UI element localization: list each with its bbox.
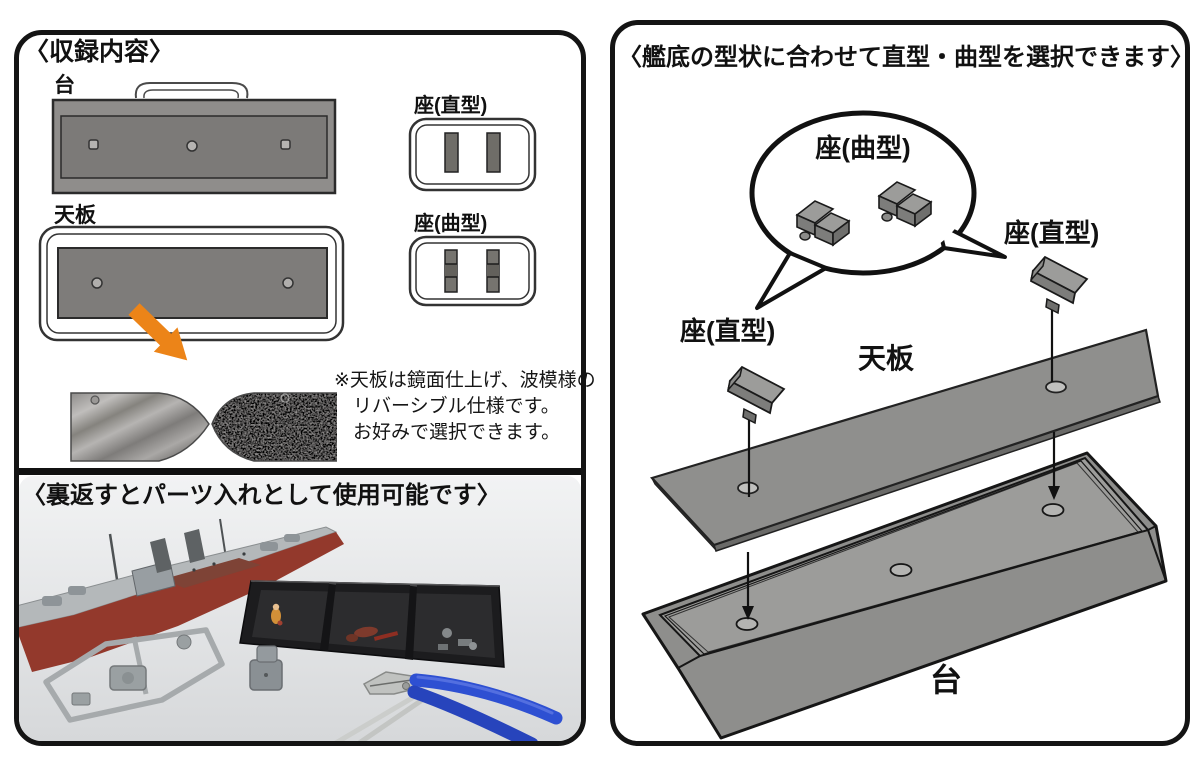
peg-hole	[280, 139, 291, 150]
assembly-arrow-right	[1048, 432, 1060, 500]
curved-seat-top-view	[444, 249, 500, 293]
base-label-right: 台	[930, 662, 963, 698]
note-line-2: リバーシブル仕様です。	[353, 396, 560, 417]
selection-panel	[610, 20, 1190, 746]
peg-hole	[186, 140, 198, 152]
seat-straight-3d-lower	[726, 365, 786, 425]
tray-small-parts	[271, 603, 477, 650]
photo	[19, 476, 581, 741]
mirror-finish-swatch	[70, 392, 210, 462]
topplate-label-right: 天板	[858, 343, 915, 374]
peg-hole	[91, 277, 103, 289]
peg-hole	[282, 277, 294, 289]
seat-straight-label: 座(直型)	[414, 95, 488, 117]
seat-curved-label: 座(曲型)	[414, 213, 488, 235]
note-line-3: お好みで選択できます。	[353, 422, 561, 443]
bubble-tail-left	[755, 251, 828, 310]
turret-part	[249, 645, 283, 691]
contents-graphics	[19, 82, 581, 741]
base-tray-graphic	[51, 98, 337, 195]
topplate-graphic	[38, 225, 345, 342]
wave-pattern-swatch	[211, 392, 337, 462]
seat-curved-box	[408, 235, 537, 307]
peg-hole	[1041, 503, 1065, 517]
handle-graphic	[134, 82, 249, 99]
selection-graphics	[641, 110, 1168, 740]
note-line-1: ※天板は鏡面仕上げ、波模様の	[334, 370, 596, 391]
peg-hole	[88, 139, 99, 150]
select-heading: 〈艦底の型状に合わせて直型・曲型を選択できます〉	[618, 44, 1194, 71]
base-3d	[641, 451, 1168, 740]
sprue-runner	[43, 627, 225, 723]
base-label: 台	[54, 74, 75, 97]
ship-model	[19, 518, 344, 672]
seat-straight-3d-upper	[1029, 255, 1089, 315]
seat-curved-3d-right	[877, 181, 933, 228]
contents-heading: 〈収録内容〉	[24, 38, 175, 66]
peg-hole	[889, 563, 913, 577]
seat-straight-box	[408, 117, 537, 192]
assembly-arrow-left	[742, 552, 754, 620]
bubble-seat-curved-label: 座(曲型)	[815, 133, 911, 163]
assembly-guides	[742, 310, 1060, 620]
contents-panel	[14, 30, 586, 746]
flip-heading: 〈裏返すとパーツ入れとして使用可能です〉	[22, 482, 501, 509]
topplate-3d	[649, 328, 1161, 552]
section-divider	[19, 468, 581, 475]
peg-hole	[1045, 380, 1067, 394]
seat-curved-3d-left	[795, 200, 851, 247]
seat-straight-upper-label: 座(直型)	[1004, 218, 1100, 248]
nippers	[362, 671, 563, 741]
reversible-arrow	[128, 303, 188, 361]
peg-hole	[735, 617, 759, 631]
seat-straight-lower-label: 座(直型)	[680, 316, 776, 346]
topplate-label: 天板	[54, 204, 96, 227]
parts-tray	[239, 580, 505, 668]
reversible-note: ※天板は鏡面仕上げ、波模様の リバーシブル仕様です。 お好みで選択できます。	[334, 368, 596, 446]
